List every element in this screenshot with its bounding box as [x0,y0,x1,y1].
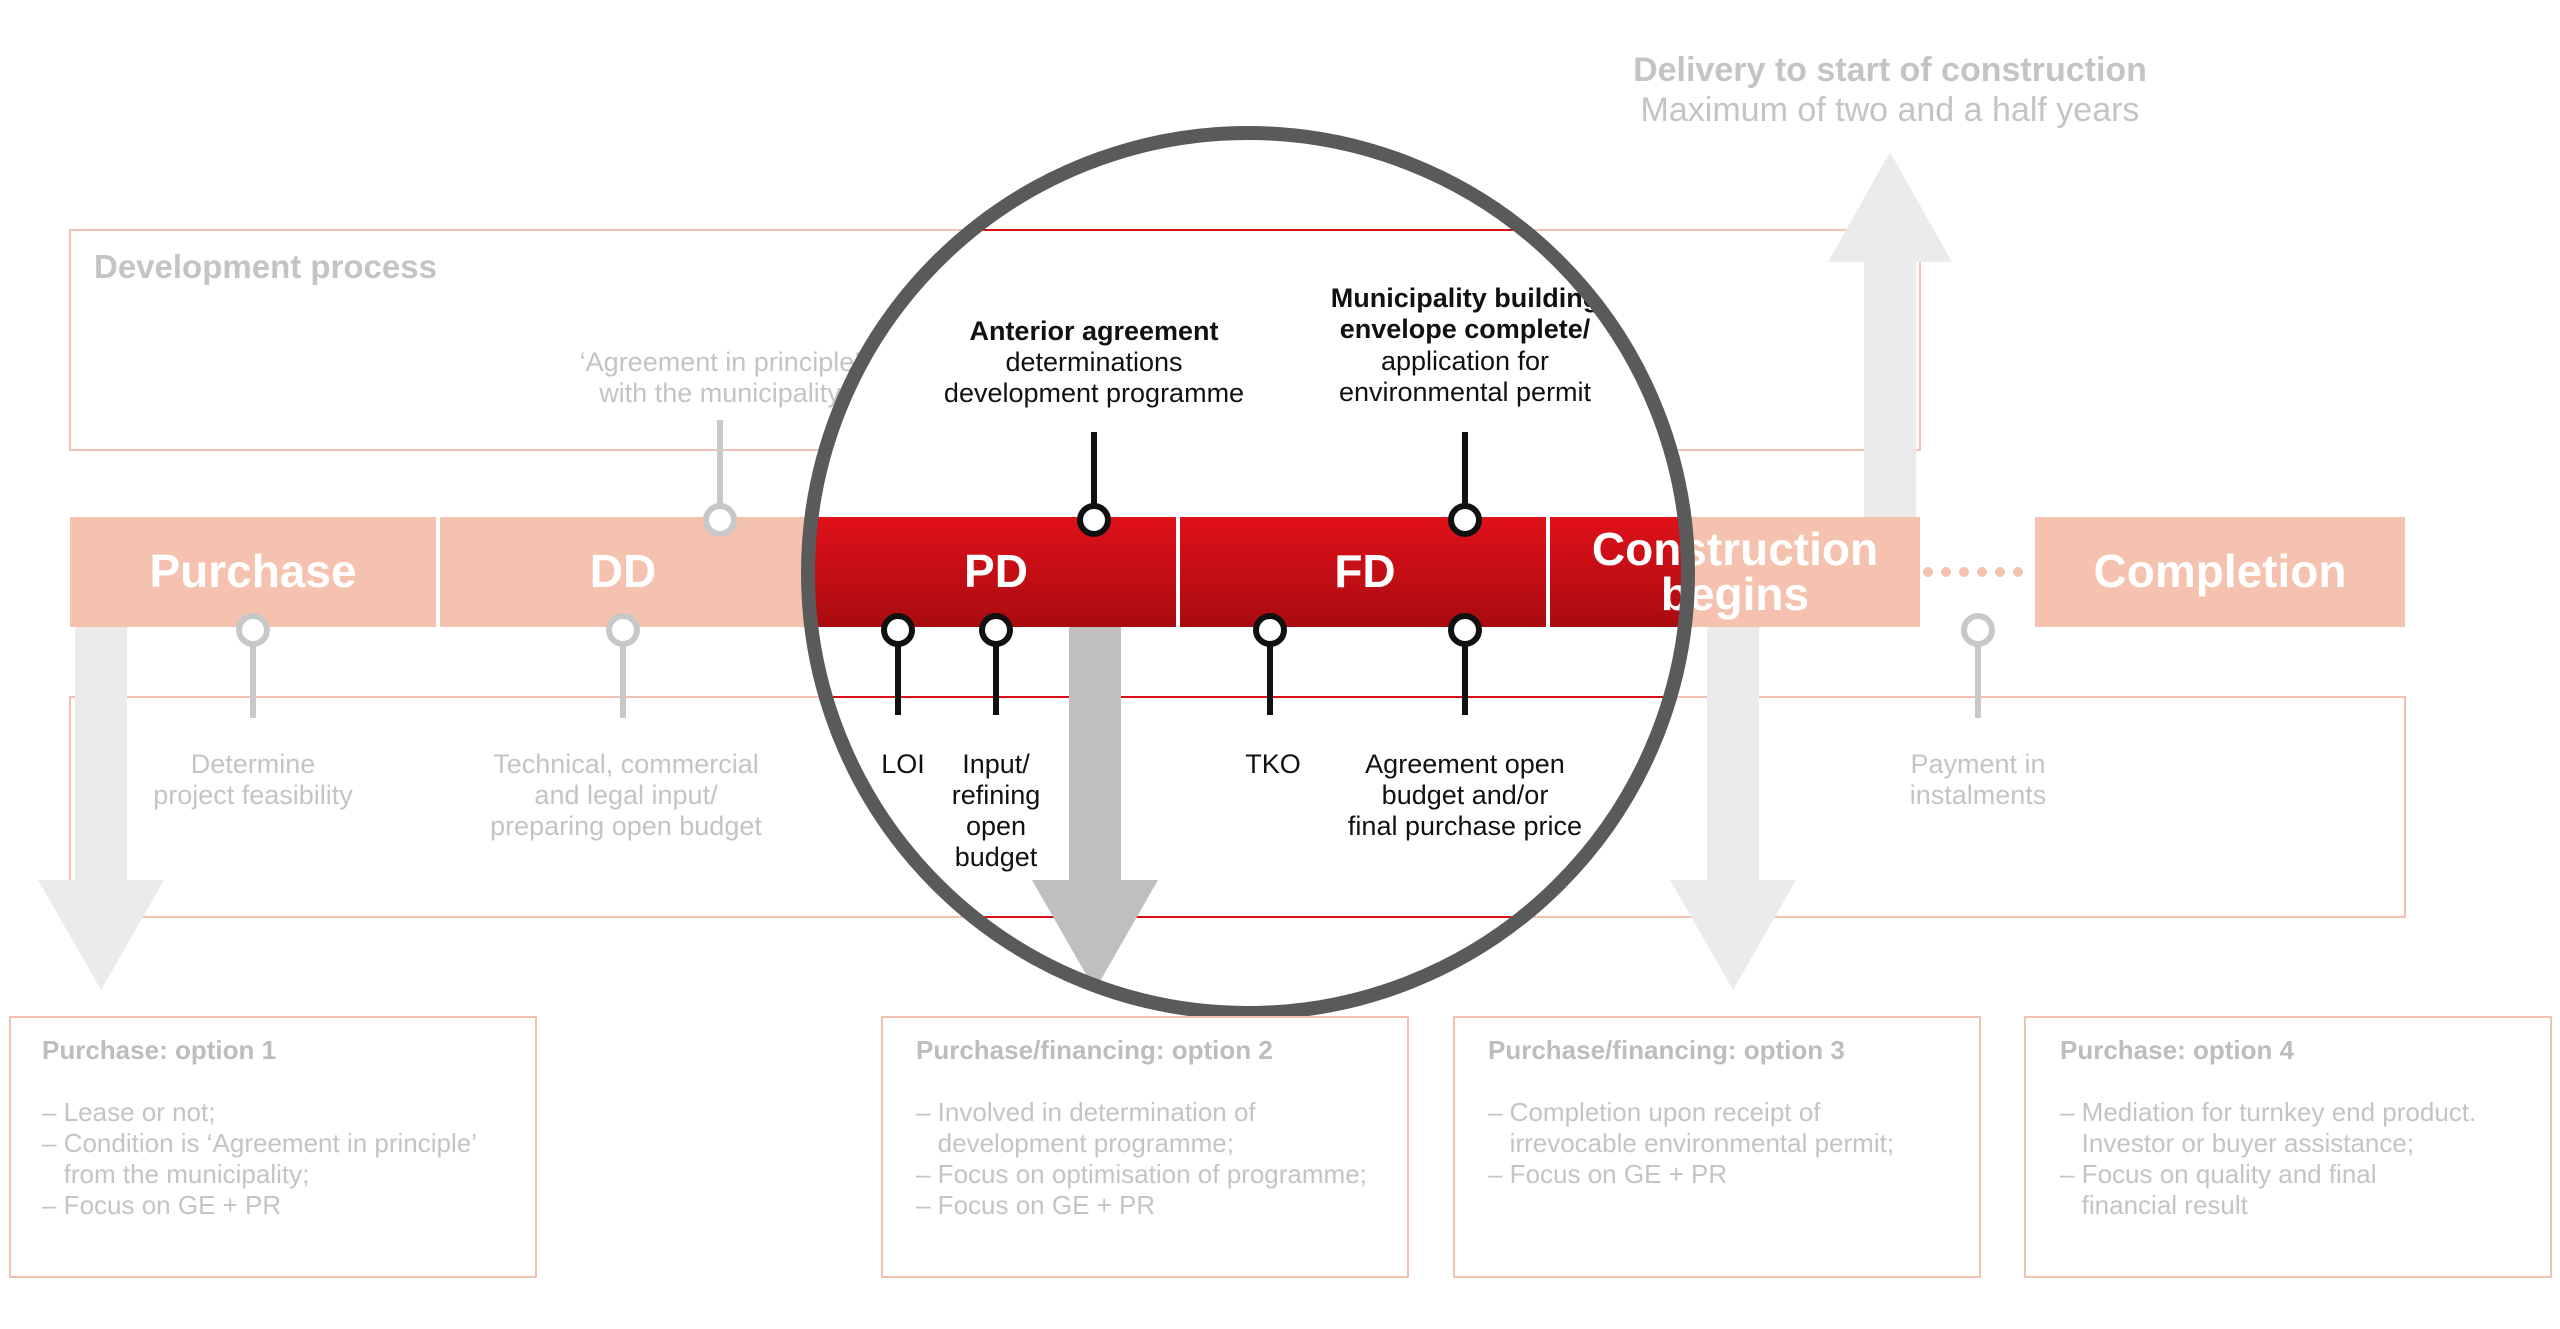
stage-dd [440,517,806,627]
determine-line-1: Determine [191,749,316,779]
down-arrow-option-2 [1032,620,1158,990]
technical-line-3: preparing open budget [490,811,762,841]
option-2-line: – Focus on optimisation of programme; [916,1159,1367,1189]
loi-label: LOI [881,749,925,779]
input-line-3: open [966,811,1026,841]
stage-fd [1180,517,1546,627]
stage-label-construction-1: Construction [1592,523,1878,575]
option-2-line: – Focus on GE + PR [916,1190,1155,1220]
pin-tko [1253,613,1287,715]
pin-input [979,613,1013,715]
determine-line-2: project feasibility [153,780,353,810]
agreement-principle-line-2: with the municipality [598,378,841,408]
option-4-line: Investor or buyer assistance; [2060,1128,2414,1158]
delivery-subtitle: Maximum of two and a half years [1641,91,2140,129]
magnifier-ring [801,126,1695,1020]
option-4-title: Purchase: option 4 [2060,1035,2295,1065]
payment-line-1: Payment in [1910,749,2045,779]
municipality-title-line-1: Municipality building [1331,283,1599,313]
delivery-title: Delivery to start of construction [1633,51,2147,89]
option-1-line: from the municipality; [42,1159,309,1189]
option-3-line: irrevocable environmental permit; [1488,1128,1894,1158]
option-box-2: Purchase/financing: option 2 – Involved … [881,1016,1409,1278]
option-4-line: – Mediation for turnkey end product. [2060,1097,2476,1127]
option-1-line: – Condition is ‘Agreement in principle’ [42,1128,477,1158]
agreement-principle-line-1: ‘Agreement in principle’ [580,347,861,377]
option-2-title: Purchase/financing: option 2 [916,1035,1273,1065]
pin-payment [1961,613,1995,718]
stage-label-completion: Completion [2094,545,2347,597]
stage-label-fd: FD [1334,545,1395,597]
stage-purchase [70,517,436,627]
option-1-line: – Lease or not; [42,1097,215,1127]
pin-determine [236,613,270,718]
option-3-line: – Completion upon receipt of [1488,1097,1821,1127]
down-arrow-option-1 [38,620,164,990]
pin-anterior-agreement [1077,432,1111,537]
option-4-line: financial result [2060,1190,2249,1220]
technical-line-2: and legal input/ [534,780,718,810]
input-line-2: refining [952,780,1041,810]
agreement-open-line-2: budget and/or [1382,780,1549,810]
dotted-connector [1923,567,2023,577]
technical-line-1: Technical, commercial [493,749,759,779]
pin-loi [881,613,915,715]
stage-label-pd: PD [964,545,1028,597]
anterior-agreement-title: Anterior agreement [969,316,1218,346]
municipality-line-1: application for [1381,346,1549,376]
pin-technical [606,613,640,718]
input-line-1: Input/ [962,749,1030,779]
option-3-line: – Focus on GE + PR [1488,1159,1727,1189]
option-2-line: – Involved in determination of [916,1097,1256,1127]
stage-pd [808,517,1176,627]
agreement-open-line-1: Agreement open [1365,749,1565,779]
stage-label-dd: DD [590,545,656,597]
magnifier-content [808,133,1688,1013]
agreement-open-line-3: final purchase price [1348,811,1582,841]
tko-label: TKO [1245,749,1301,779]
option-box-1: Purchase: option 1 – Lease or not; – Con… [9,1016,537,1278]
pin-agreement-principle [703,420,737,537]
pin-agreement-open [1448,613,1482,715]
option-4-line: – Focus on quality and final [2060,1159,2377,1189]
down-arrow-option-3 [1670,620,1796,990]
stage-completion [2035,517,2405,627]
anterior-agreement-line-2: development programme [944,378,1244,408]
pin-municipality [1448,432,1482,537]
anterior-agreement-line-1: determinations [1005,347,1182,377]
stage-label-purchase: Purchase [149,545,356,597]
payment-line-2: instalments [1910,780,2047,810]
option-2-line: development programme; [916,1128,1234,1158]
development-process-label: Development process [94,248,437,285]
option-1-line: – Focus on GE + PR [42,1190,281,1220]
stage-construction [1550,517,1688,627]
option-box-4: Purchase: option 4 – Mediation for turnk… [2024,1016,2552,1278]
option-box-3: Purchase/financing: option 3 – Completio… [1453,1016,1981,1278]
option-1-title: Purchase: option 1 [42,1035,276,1065]
input-line-4: budget [955,842,1038,872]
municipality-title-line-2: envelope complete/ [1340,314,1591,344]
municipality-line-2: environmental permit [1339,377,1592,407]
delivery-arrow-up [1828,152,1952,558]
option-3-title: Purchase/financing: option 3 [1488,1035,1845,1065]
